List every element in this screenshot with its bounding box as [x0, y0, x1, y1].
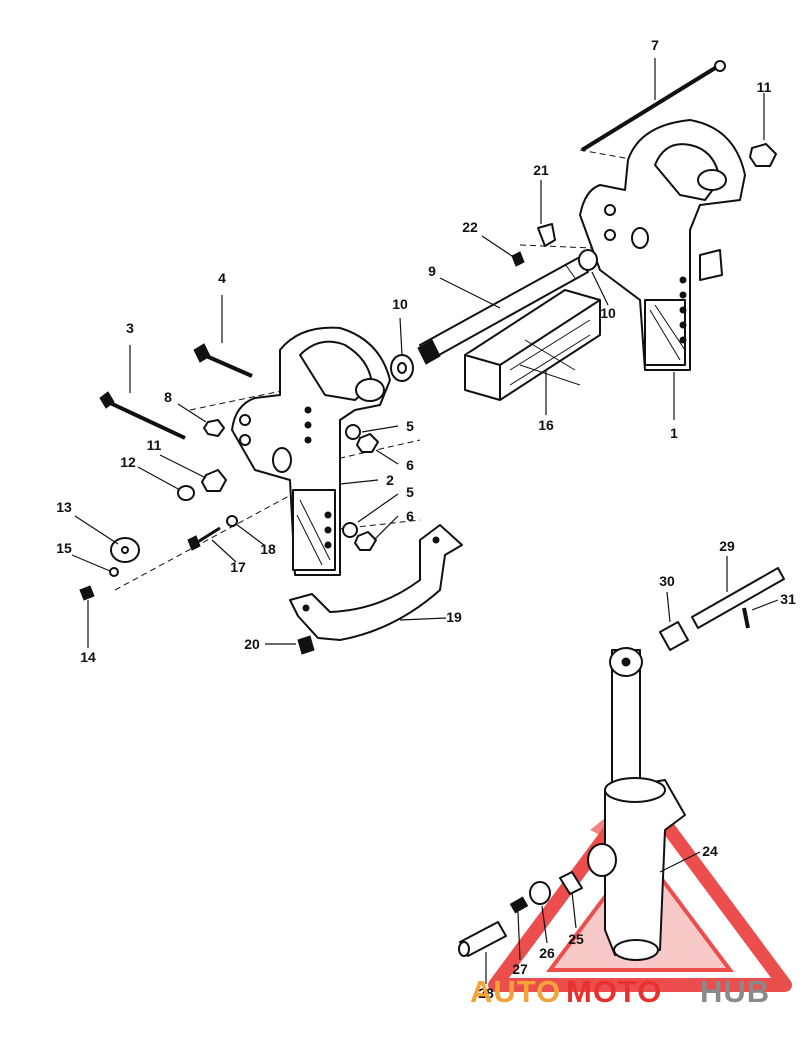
callout-14: 14 — [80, 649, 96, 665]
washer-26 — [529, 881, 551, 905]
callout-29: 29 — [719, 538, 735, 554]
callout-18: 18 — [260, 541, 276, 557]
callout-30: 30 — [659, 573, 675, 589]
long-rod — [580, 60, 726, 152]
callout-21: 21 — [533, 162, 549, 178]
support-bracket-19 — [289, 524, 463, 641]
callout-19: 19 — [446, 609, 462, 625]
callout-13: 13 — [56, 499, 72, 515]
nut-11-right — [749, 143, 777, 167]
callout-27: 27 — [512, 961, 528, 977]
callout-11-left: 11 — [147, 437, 162, 453]
callout-3: 3 — [126, 320, 134, 336]
sleeve-30 — [659, 621, 689, 651]
washer-10-right — [578, 249, 598, 271]
leader-lines — [71, 58, 779, 984]
callout-2: 2 — [386, 472, 394, 488]
callout-11-right: 11 — [757, 79, 772, 95]
rod-29 — [691, 567, 785, 629]
callout-9: 9 — [428, 263, 436, 279]
watermark-moto: MOTO — [566, 974, 662, 1009]
callout-5-upper: 5 — [406, 418, 414, 434]
washer-10-left — [390, 354, 414, 382]
bolt-3 — [99, 391, 186, 440]
callout-24: 24 — [702, 843, 718, 859]
callout-20: 20 — [244, 636, 260, 652]
screw-22 — [511, 251, 525, 267]
clamp-bracket-right — [579, 119, 746, 371]
bushing-25 — [559, 871, 583, 895]
callout-1: 1 — [670, 425, 678, 441]
washer-5-lower — [342, 522, 358, 538]
callout-4: 4 — [218, 270, 226, 286]
callout-17: 17 — [230, 559, 246, 575]
callout-22: 22 — [462, 219, 478, 235]
pin-28 — [458, 921, 507, 957]
bolt-4 — [193, 343, 253, 378]
callout-8: 8 — [164, 389, 172, 405]
callout-15: 15 — [56, 540, 72, 556]
callout-10-right: 10 — [600, 305, 616, 321]
callout-16: 16 — [538, 417, 554, 433]
washer-5-upper — [345, 424, 361, 440]
nut-6-upper — [356, 433, 379, 453]
screw-20 — [297, 635, 315, 655]
nut-8 — [203, 419, 225, 437]
callout-6-upper: 6 — [406, 457, 414, 473]
washer-15 — [109, 567, 119, 577]
callout-10-left: 10 — [392, 296, 408, 312]
screw-14 — [79, 585, 95, 601]
callout-7: 7 — [651, 37, 659, 53]
clamp-bracket-left — [231, 326, 391, 576]
bolt-17 — [187, 526, 221, 551]
watermark-text: AUTO MOTO HUB — [470, 974, 770, 1009]
nut-6-lower — [354, 531, 377, 551]
watermark-auto: AUTO — [470, 974, 561, 1009]
watermark-hub: HUB — [700, 974, 770, 1009]
clip-21 — [537, 223, 556, 247]
washer-18 — [226, 515, 238, 527]
callout-5-lower: 5 — [406, 484, 414, 500]
callout-12: 12 — [120, 454, 136, 470]
callout-28: 28 — [478, 985, 494, 1001]
pin-31 — [742, 607, 750, 629]
washer-12 — [177, 485, 195, 501]
spring-27 — [509, 896, 529, 914]
callout-26: 26 — [539, 945, 555, 961]
callout-25: 25 — [568, 931, 584, 947]
nut-11-left — [201, 469, 227, 492]
callout-31: 31 — [780, 591, 796, 607]
callout-6-lower: 6 — [406, 508, 414, 524]
swivel-block — [464, 289, 601, 401]
tilt-tube — [417, 257, 589, 365]
tilt-lock-assembly-24 — [587, 647, 686, 961]
callout-labels: 1 2 3 4 5 5 6 6 7 8 9 10 10 11 11 12 13 … — [56, 37, 796, 1001]
